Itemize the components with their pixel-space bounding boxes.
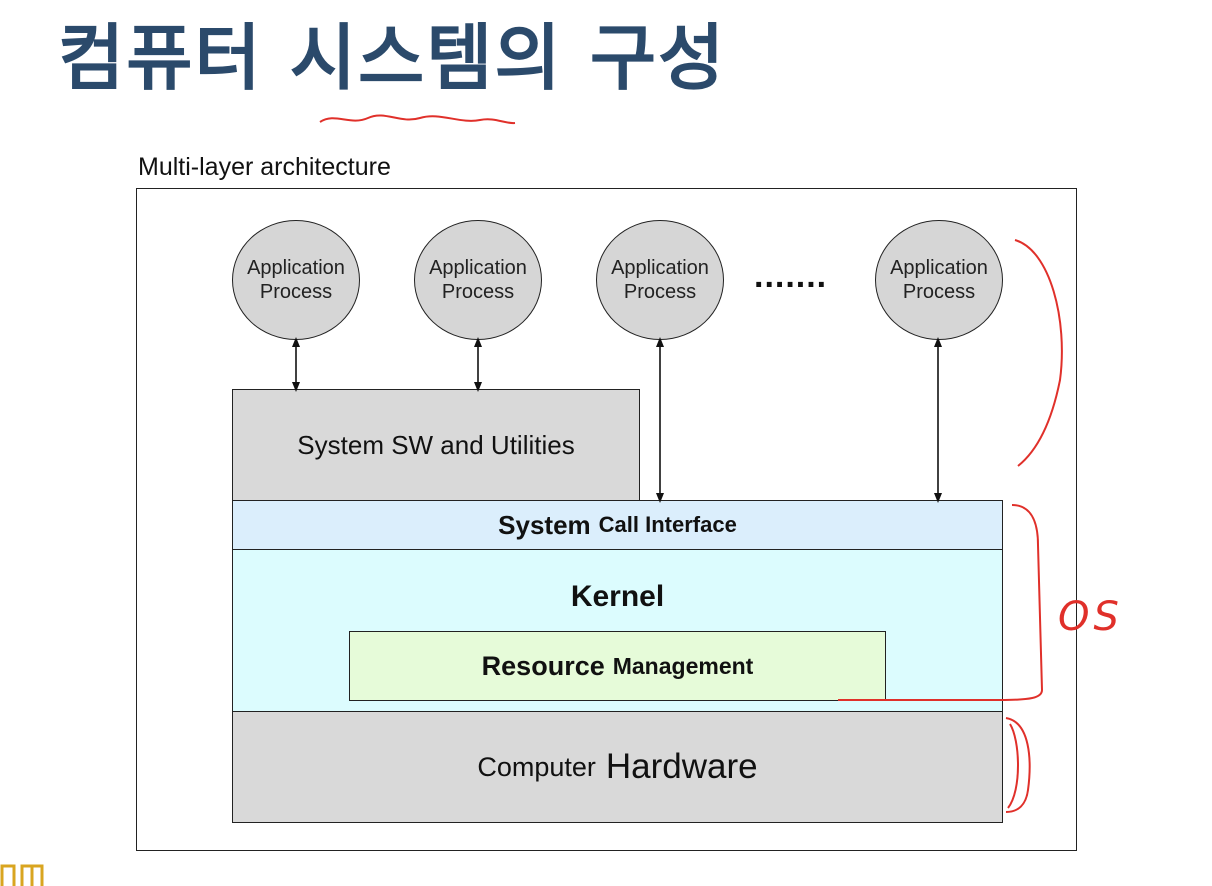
process-label-line1: Application — [611, 257, 709, 279]
process-label-line1: Application — [890, 257, 988, 279]
resource-label-rest: Management — [612, 652, 754, 679]
system-call-interface-box: System Call Interface — [232, 500, 1003, 550]
resource-management-box: Resource Management — [349, 631, 886, 701]
corner-logo-icon — [0, 864, 44, 886]
app-layer-brace-annotation — [1014, 239, 1063, 467]
os-annotation-label: OS — [1058, 594, 1123, 640]
kernel-label: Kernel — [570, 580, 665, 613]
application-process-1: Application Process — [232, 220, 360, 340]
system-sw-utilities-box: System SW and Utilities — [232, 389, 640, 501]
hardware-label-big: Hardware — [605, 747, 758, 786]
system-sw-label: System SW and Utilities — [297, 429, 575, 460]
sci-label-rest: Call Interface — [598, 512, 737, 537]
process-label-line1: Application — [247, 257, 345, 279]
hardware-brace-annotation — [1005, 717, 1031, 813]
computer-hardware-box: Computer Hardware — [232, 711, 1003, 823]
ellipsis: ....... — [754, 257, 828, 295]
diagram-subtitle: Multi-layer architecture — [138, 153, 391, 181]
os-brace-annotation — [838, 504, 1044, 701]
process-label-line1: Application — [429, 257, 527, 279]
title-underline-annotation — [319, 114, 516, 125]
resource-label-bold: Resource — [481, 650, 605, 681]
hardware-label-small: Computer — [477, 751, 596, 782]
process-label-line2: Process — [441, 281, 515, 303]
sci-label-bold: System — [498, 509, 591, 540]
process-label-line2: Process — [259, 281, 333, 303]
slide-title: 컴퓨터 시스템의 구성 — [58, 16, 727, 100]
process-label-line2: Process — [902, 281, 976, 303]
process-label-line2: Process — [623, 281, 697, 303]
application-process-4: Application Process — [875, 220, 1003, 340]
application-process-3: Application Process — [596, 220, 724, 340]
